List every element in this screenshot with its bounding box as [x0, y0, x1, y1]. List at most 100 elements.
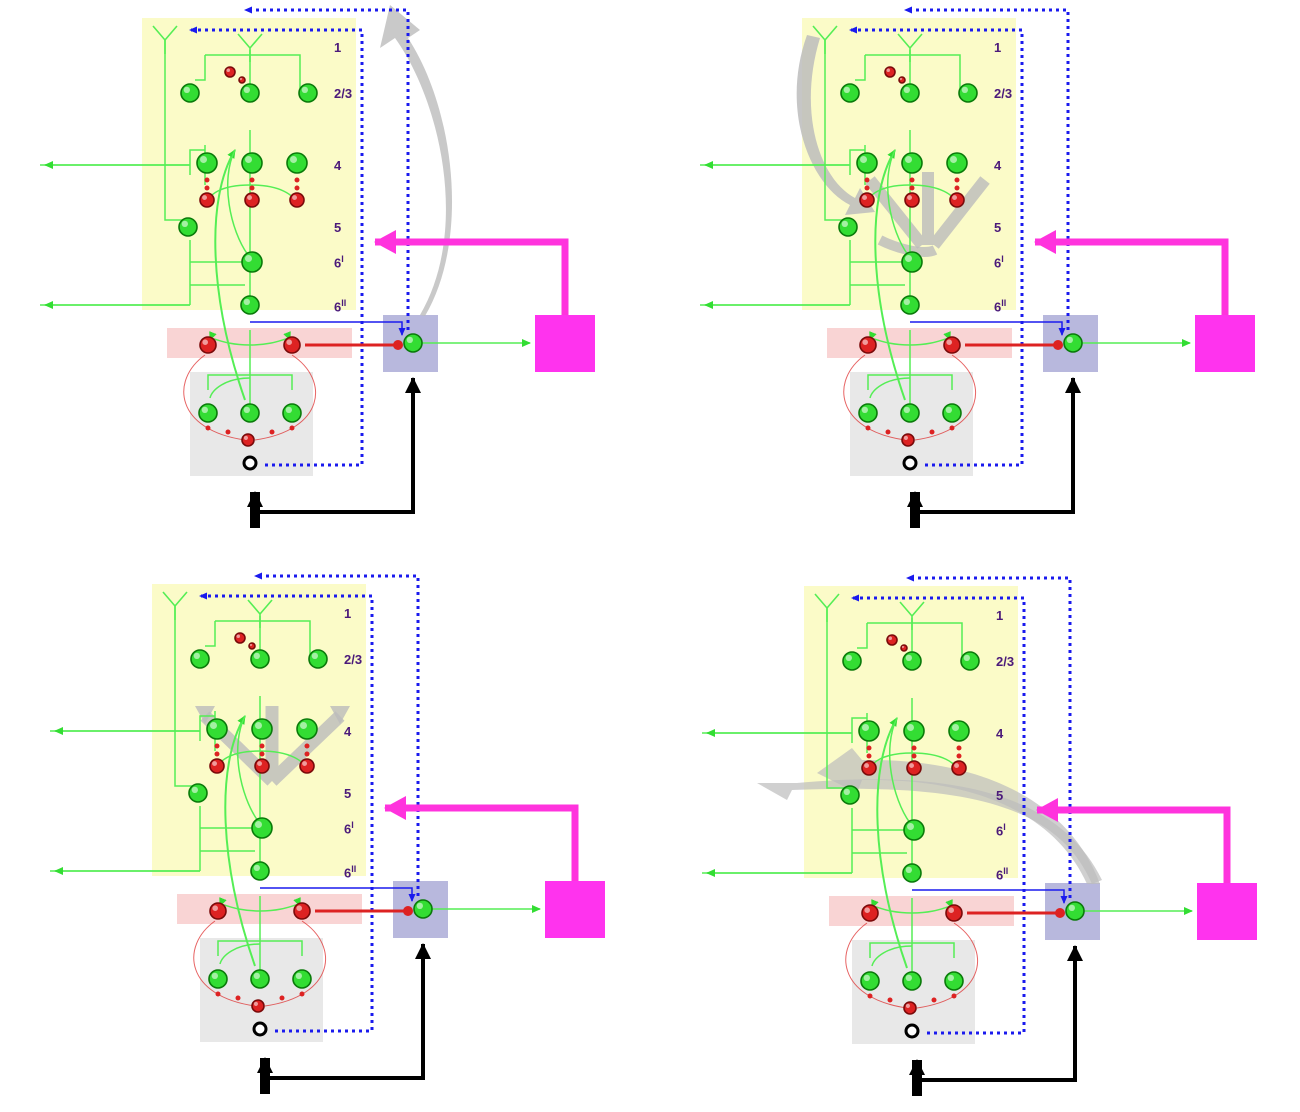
green-wire-4	[205, 54, 301, 90]
neuron-l5	[840, 785, 860, 805]
layer-label-0: 1	[994, 40, 1001, 55]
reticular-neuron-left	[861, 904, 879, 922]
layer-text: 1	[996, 608, 1004, 623]
syn-2	[867, 993, 873, 999]
neuron-l4-left	[856, 152, 878, 174]
layer-label-4: 6I	[344, 820, 354, 836]
syn-1	[929, 429, 935, 435]
reticular-arc-right	[914, 354, 977, 441]
layer-text: 5	[996, 788, 1004, 803]
layer-label-2: 4	[996, 726, 1003, 741]
syn-2	[205, 425, 211, 431]
green-wire-4	[865, 54, 961, 90]
bu-to-nonspecific	[915, 377, 1081, 514]
layer-label-3: 5	[994, 220, 1001, 235]
layer-sup: I	[341, 254, 344, 264]
layer-label-0: 1	[996, 608, 1003, 623]
green-wire-4	[215, 620, 311, 656]
reticular-neuron-left	[199, 336, 217, 354]
layer-text: 5	[344, 786, 352, 801]
layer-label-1: 2/3	[344, 652, 362, 667]
specific-neuron-left	[860, 971, 880, 991]
reticular-neuron-left	[209, 902, 227, 920]
layer-sup: II	[1001, 298, 1007, 308]
layer-text: 2/3	[344, 652, 363, 667]
specific-neuron-center	[240, 403, 260, 423]
reticular-neuron-right	[283, 336, 301, 354]
neuron-l6ii	[250, 861, 270, 881]
specific-neuron-right	[292, 969, 312, 989]
neuron-l4-right	[946, 152, 968, 174]
neuron-l23-center	[902, 651, 922, 671]
neuron-l23-left	[190, 649, 210, 669]
dendrite-left	[152, 25, 178, 54]
neuron-l23-center	[900, 83, 920, 103]
neuron-l4-center	[903, 720, 925, 742]
nonspecific-neuron	[413, 899, 433, 919]
nonspecific-dotted	[904, 6, 1070, 330]
syn-3	[289, 425, 295, 431]
input-node	[242, 455, 258, 471]
layer-text: 6	[994, 299, 1002, 315]
neuron-l4-right	[296, 718, 318, 740]
layer-text: 5	[994, 220, 1002, 235]
reticular-arc-left	[845, 922, 908, 1009]
layer-sup: I	[351, 820, 354, 830]
green-wire-3	[195, 55, 206, 81]
layer-text: 4	[344, 724, 352, 739]
arousal-arrow	[380, 5, 453, 316]
inhibitory-l4-center	[244, 192, 260, 208]
green-wire-4	[867, 622, 963, 658]
inhibitory-l4-center	[906, 760, 922, 776]
syn-0	[885, 429, 891, 435]
nonspecific-dotted	[244, 6, 410, 330]
neuron-l6ii	[240, 295, 260, 315]
layer-label-2: 4	[994, 158, 1001, 173]
inhibitory-l4-right	[949, 192, 965, 208]
inhibitory-l4-center	[904, 192, 920, 208]
ach-box	[545, 881, 605, 938]
syn-0	[235, 995, 241, 1001]
reticular-neuron-right	[945, 904, 963, 922]
inhibitory-l4-right	[299, 758, 315, 774]
reticular-region	[177, 894, 362, 924]
layer-text: 1	[344, 606, 352, 621]
specific-neuron-right	[944, 971, 964, 991]
neuron-l4-left	[858, 720, 880, 742]
circuit-diagram	[50, 572, 605, 1094]
inhibitory-dot	[393, 340, 403, 350]
nonspecific-neuron	[1065, 901, 1085, 921]
layer-text: 2/3	[334, 86, 353, 101]
neuron-l4-right	[948, 720, 970, 742]
layer-sup: II	[1003, 866, 1009, 876]
syn-0	[887, 997, 893, 1003]
reticular-arc-left	[193, 920, 256, 1007]
input-node	[902, 455, 918, 471]
layer-label-5: 6II	[996, 866, 1008, 882]
syn-2	[865, 425, 871, 431]
layer-text: 4	[994, 158, 1002, 173]
layer-label-3: 5	[344, 786, 351, 801]
layer-label-2: 4	[334, 158, 341, 173]
neuron-l23-left	[840, 83, 860, 103]
layer-text: 4	[996, 726, 1004, 741]
green-wire-8	[849, 149, 865, 175]
layer-text: 6	[334, 299, 342, 315]
specific-neuron-center	[902, 971, 922, 991]
inhibitory-l4-left	[861, 760, 877, 776]
neuron-l4-right	[286, 152, 308, 174]
reticular-arc-right	[254, 354, 317, 441]
nonspecific-neuron	[1063, 333, 1083, 353]
neuron-l5	[188, 783, 208, 803]
circuit-diagram	[700, 6, 1255, 528]
inhibitory-l4-left	[209, 758, 225, 774]
green-wire-13	[217, 940, 303, 956]
ach-box	[1197, 883, 1257, 940]
specific-inhibitory	[903, 1001, 917, 1015]
neuron-l4-left	[196, 152, 218, 174]
nonspecific-dotted	[906, 574, 1072, 898]
neuron-l6ii	[902, 863, 922, 883]
layer-label-3: 5	[996, 788, 1003, 803]
